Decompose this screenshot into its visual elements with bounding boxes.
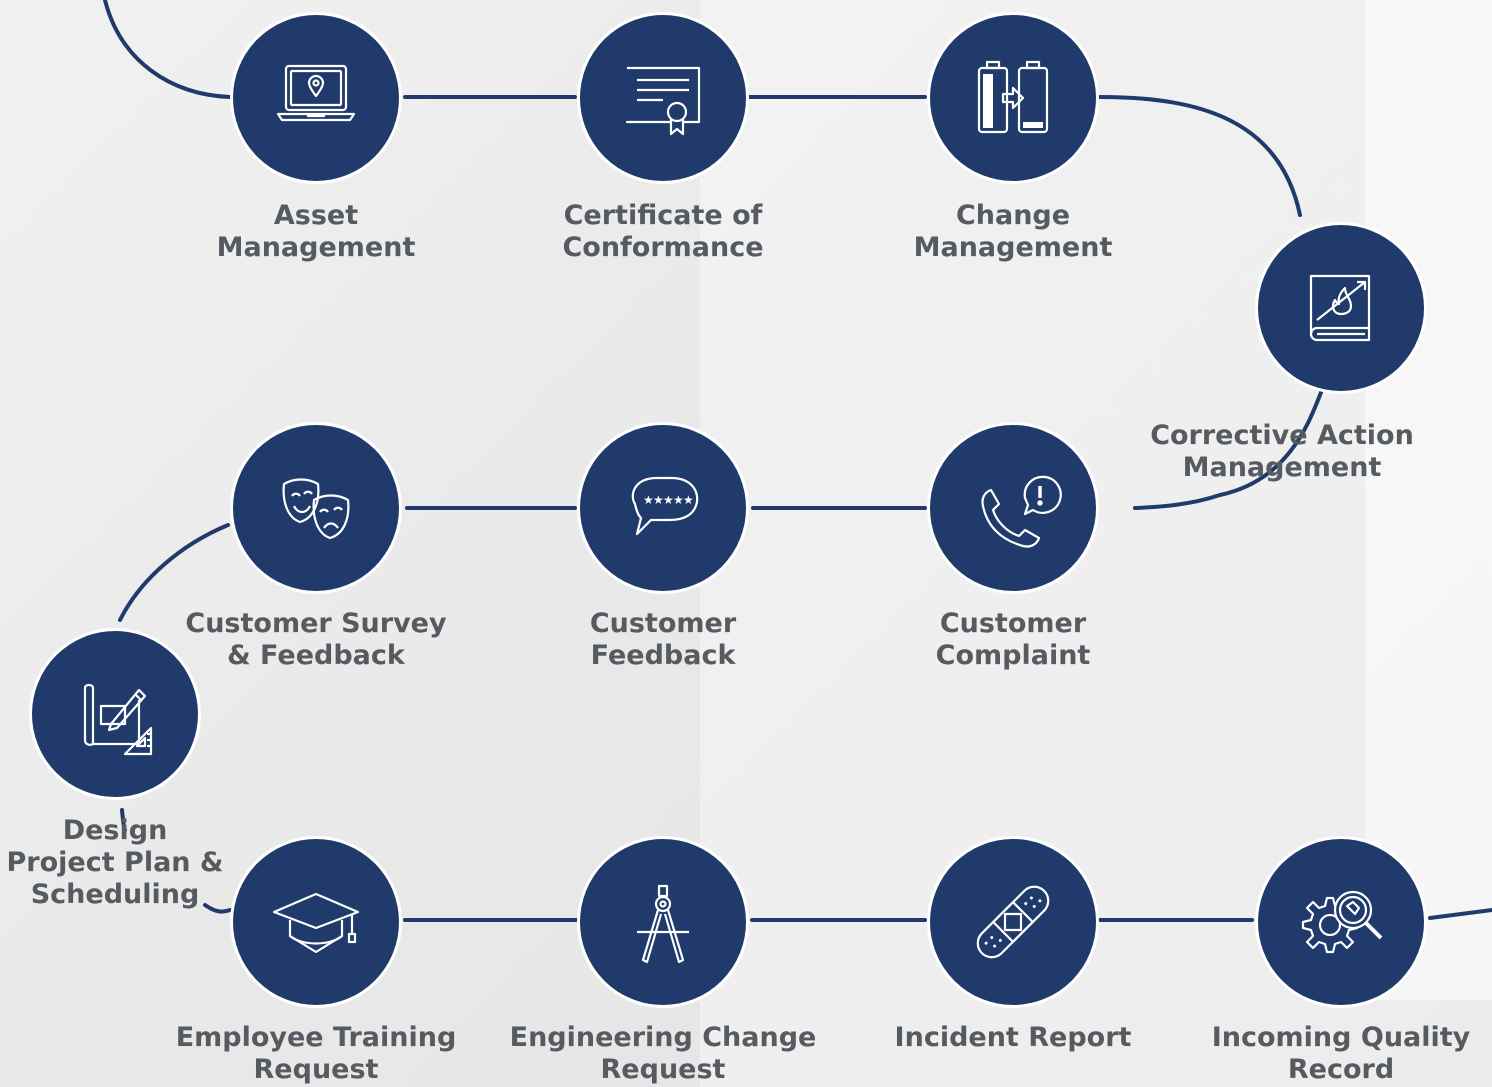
- node-label: Design Project Plan & Scheduling: [6, 815, 224, 910]
- node-label: Corrective Action Management: [1150, 420, 1414, 483]
- connector-top-curve: [103, 0, 232, 99]
- graduation-cap-icon: [272, 892, 360, 954]
- node-customer-feedback[interactable]: ★★★★★ Customer Feedback: [577, 422, 749, 671]
- node-label: Engineering Change Request: [509, 1022, 817, 1085]
- bandage-icon: [976, 885, 1050, 959]
- node-engineering-change-request[interactable]: Engineering Change Request: [510, 836, 816, 1085]
- connector-capa-complaint: [1133, 388, 1324, 510]
- blueprint-pencil-icon: [83, 683, 153, 756]
- node-asset-management[interactable]: Asset Management: [217, 12, 415, 263]
- connector-survey-design: [118, 523, 230, 622]
- node-label: Customer Survey & Feedback: [185, 608, 447, 671]
- node-label: Change Management: [913, 200, 1113, 263]
- svg-text:★: ★: [673, 493, 684, 507]
- connector-design-training-b: [203, 903, 232, 914]
- gear-magnifier-icon: [1301, 890, 1383, 954]
- node-employee-training-request[interactable]: Employee Training Request: [176, 836, 456, 1085]
- battery-swap-icon: [977, 60, 1049, 134]
- node-customer-survey-feedback[interactable]: Customer Survey & Feedback: [185, 422, 447, 671]
- node-design-project-plan[interactable]: Design Project Plan & Scheduling: [7, 628, 223, 910]
- svg-text:★: ★: [683, 493, 694, 507]
- node-label: Customer Feedback: [589, 608, 737, 671]
- svg-text:★: ★: [643, 493, 654, 507]
- speech-bubble-stars-icon: ★★★★★: [631, 476, 699, 536]
- background-sidebar: [1365, 0, 1492, 1000]
- node-corrective-action-management[interactable]: Corrective Action Management: [1150, 222, 1427, 483]
- node-incident-report[interactable]: Incident Report: [895, 836, 1131, 1053]
- book-fire-icon: [1309, 274, 1371, 342]
- connector-change-capa: [1098, 95, 1302, 217]
- laptop-location-icon: [276, 64, 356, 122]
- node-label: Customer Complaint: [935, 608, 1091, 671]
- node-label: Incoming Quality Record: [1211, 1022, 1471, 1085]
- node-customer-complaint[interactable]: Customer Complaint: [927, 422, 1099, 671]
- connector-design-training: [120, 808, 127, 832]
- node-label: Asset Management: [216, 200, 416, 263]
- compass-icon: [637, 884, 689, 964]
- node-label: Incident Report: [894, 1022, 1132, 1053]
- theater-masks-icon: [282, 478, 350, 540]
- node-label: Employee Training Request: [175, 1022, 457, 1085]
- node-certificate-of-conformance[interactable]: Certificate of Conformance: [562, 12, 764, 263]
- node-incoming-quality-record[interactable]: Incoming Quality Record: [1212, 836, 1470, 1085]
- svg-text:★: ★: [663, 493, 674, 507]
- certificate-icon: [625, 66, 701, 136]
- phone-alert-icon: [981, 475, 1062, 548]
- node-label: Certificate of Conformance: [562, 200, 764, 263]
- connector-iqr-exit: [1428, 908, 1492, 920]
- node-change-management[interactable]: Change Management: [914, 12, 1112, 263]
- svg-text:★: ★: [653, 493, 664, 507]
